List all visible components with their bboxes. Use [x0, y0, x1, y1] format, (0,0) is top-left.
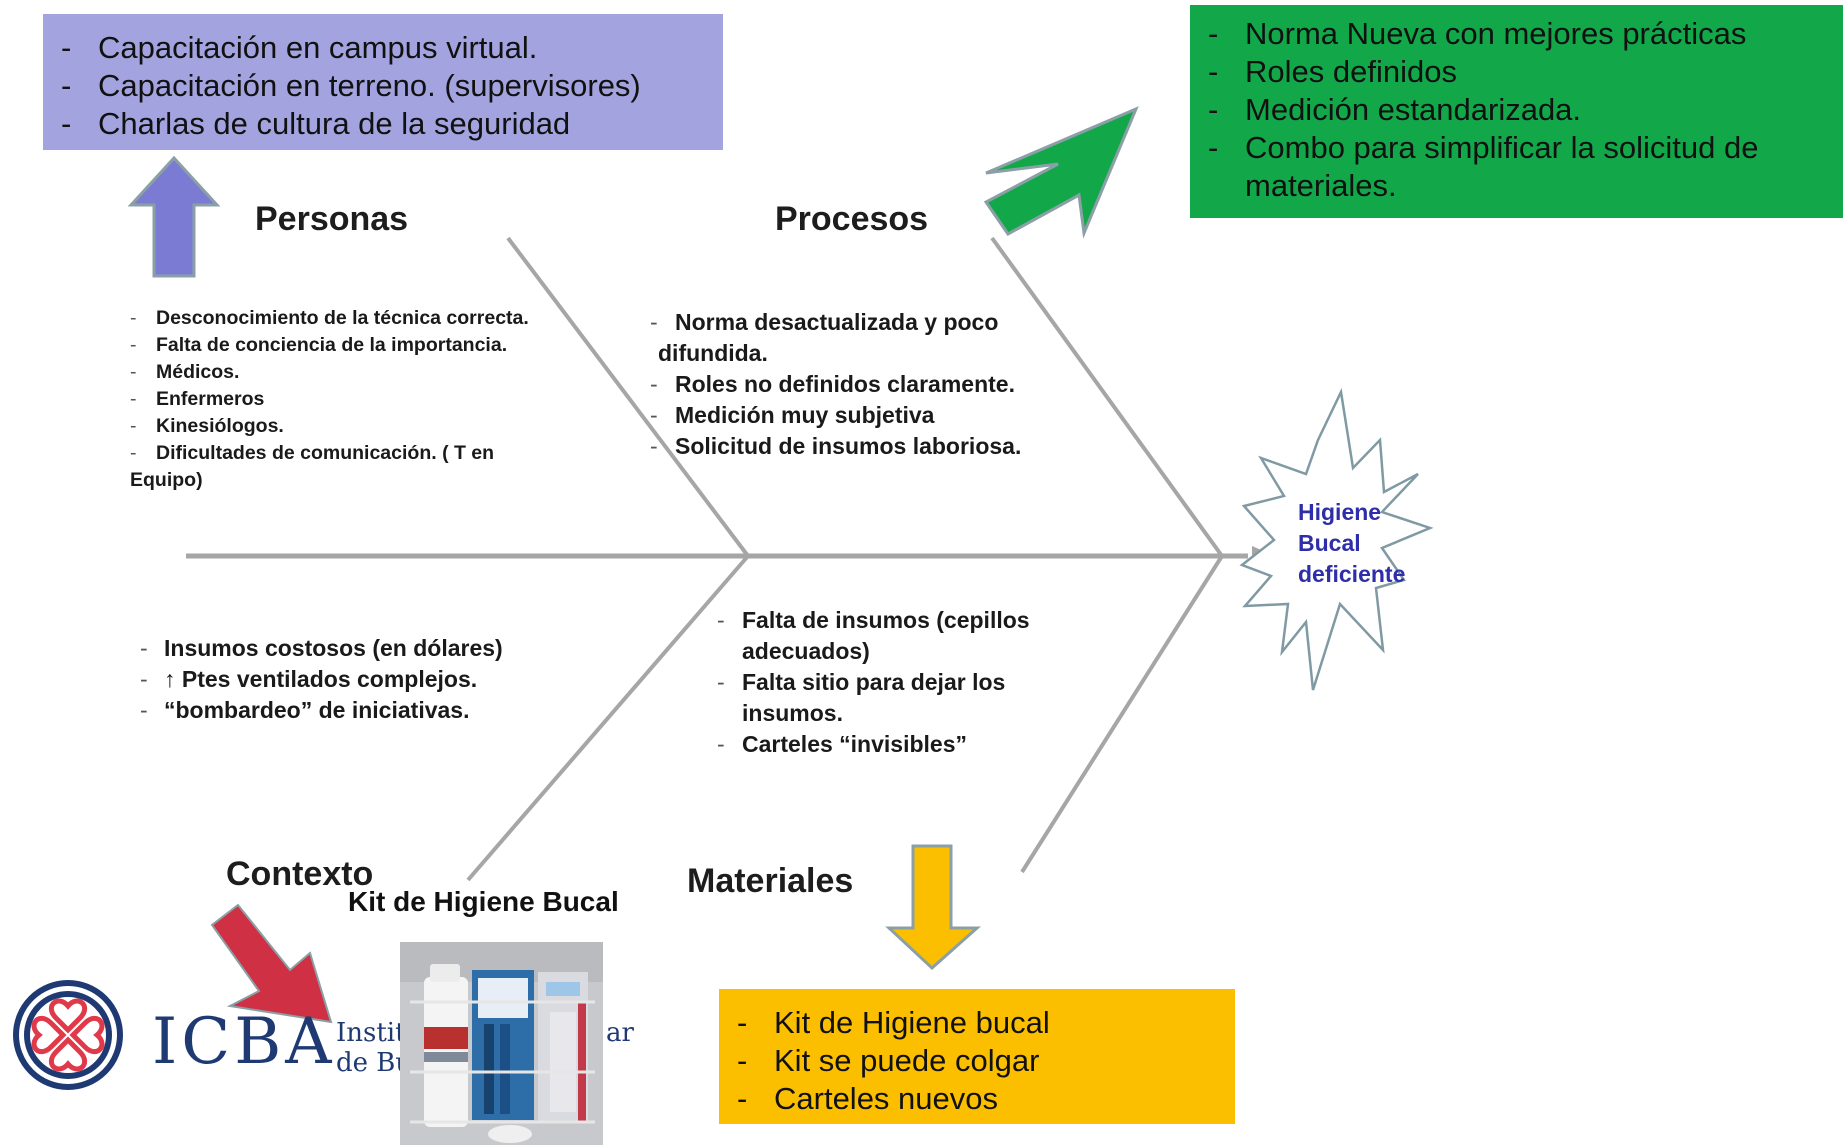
effect-line: deficiente: [1298, 561, 1406, 587]
solution-item-continuation: materiales.: [1245, 168, 1397, 203]
personas-solutions-box: Capacitación en campus virtual. Capacita…: [43, 14, 723, 150]
kit-title: Kit de Higiene Bucal: [348, 886, 619, 917]
solution-item: Roles definidos: [1190, 53, 1843, 91]
cause-text: “bombardeo” de iniciativas.: [164, 697, 470, 723]
cause-text: insumos.: [742, 700, 843, 726]
cause-continuation: adecuados): [717, 636, 1137, 667]
cause-continuation: difundida.: [650, 338, 1110, 369]
kit-photo: [400, 942, 603, 1145]
solution-item: Capacitación en terreno. (supervisores): [43, 67, 723, 105]
category-contexto: Contexto: [226, 855, 374, 893]
category-materiales: Materiales: [687, 862, 854, 900]
materiales-solutions-box: Kit de Higiene bucal Kit se puede colgar…: [719, 989, 1235, 1124]
cause-text: Enfermeros: [156, 388, 265, 410]
cause-item: Medición muy subjetiva: [650, 400, 1110, 431]
icba-logo-subtitle-tail: ar: [606, 1018, 634, 1048]
bone-materiales: [1020, 554, 1224, 874]
cause-item: Solicitud de insumos laboriosa.: [650, 431, 1110, 462]
category-procesos: Procesos: [775, 200, 929, 238]
cause-text: Roles no definidos claramente.: [675, 371, 1015, 397]
logo-subtitle-line: de Bu: [336, 1048, 413, 1078]
solution-item: Combo para simplificar la solicitud de: [1190, 129, 1843, 167]
solution-item: Charlas de cultura de la seguridad: [43, 105, 723, 143]
category-personas: Personas: [255, 200, 409, 238]
kit-photo-illustration: [400, 942, 603, 1145]
cause-text: Falta de conciencia de la importancia.: [156, 334, 508, 356]
cause-text: Solicitud de insumos laboriosa.: [675, 433, 1022, 459]
cause-text: adecuados): [742, 638, 870, 664]
cause-text: Desconocimiento de la técnica correcta.: [156, 307, 529, 329]
cause-item: Dificultades de comunicación. ( T en: [130, 440, 600, 467]
cause-continuation: Equipo): [130, 469, 203, 491]
effect-burst: [1239, 387, 1434, 691]
cause-item: Médicos.: [130, 359, 600, 386]
cause-text: Carteles “invisibles”: [742, 731, 967, 757]
effect-line: Bucal: [1298, 530, 1361, 556]
cause-item: ↑ Ptes ventilados complejos.: [140, 664, 600, 695]
materiales-causes: Falta de insumos (cepillos adecuados) Fa…: [717, 605, 1137, 760]
cause-text: Médicos.: [156, 361, 240, 383]
arrow-procesos-diagonal: [983, 106, 1139, 239]
cause-item: Desconocimiento de la técnica correcta.: [130, 305, 600, 332]
solution-item: Medición estandarizada.: [1190, 91, 1843, 129]
effect-label: Higiene Bucal deficiente: [1298, 497, 1405, 590]
personas-causes: Desconocimiento de la técnica correcta. …: [130, 305, 600, 494]
cause-item: Falta de insumos (cepillos: [717, 605, 1137, 636]
cause-text: Norma desactualizada y poco: [675, 309, 999, 335]
solution-item: Kit se puede colgar: [719, 1042, 1235, 1080]
procesos-causes: Norma desactualizada y poco difundida. R…: [650, 307, 1110, 462]
cause-item: Carteles “invisibles”: [717, 729, 1137, 760]
solution-item: Kit de Higiene bucal: [719, 1004, 1235, 1042]
icba-logo-icon: [13, 980, 123, 1090]
cause-item: Falta sitio para dejar los: [717, 667, 1137, 698]
logo-subtitle-line: Instit: [336, 1018, 406, 1048]
cause-continuation: insumos.: [717, 698, 1137, 729]
cause-text: Medición muy subjetiva: [675, 402, 935, 428]
cause-text: Falta de insumos (cepillos: [742, 607, 1030, 633]
cause-text: Falta sitio para dejar los: [742, 669, 1006, 695]
bone-personas: [506, 236, 750, 558]
solution-item: Norma Nueva con mejores prácticas: [1190, 15, 1843, 53]
cause-text: Insumos costosos (en dólares): [164, 635, 503, 661]
cause-item: Kinesiólogos.: [130, 413, 600, 440]
bone-contexto: [466, 554, 750, 882]
icba-logo-text: ICBA: [152, 1005, 336, 1079]
icba-logo-hearts: [31, 998, 105, 1072]
effect-line: Higiene: [1298, 499, 1382, 525]
cause-text: difundida.: [658, 340, 768, 366]
arrow-materiales-down: [885, 844, 981, 971]
cause-item: Insumos costosos (en dólares): [140, 633, 600, 664]
cause-text: Dificultades de comunicación. ( T en: [156, 442, 495, 464]
arrow-contexto-diagonal: [210, 903, 333, 1024]
cause-item: Norma desactualizada y poco: [650, 307, 1110, 338]
icba-logo-subtitle: Instit de Bu: [336, 1018, 412, 1078]
solution-item: Capacitación en campus virtual.: [43, 29, 723, 67]
cause-text: ↑ Ptes ventilados complejos.: [164, 666, 478, 692]
contexto-causes: Insumos costosos (en dólares) ↑ Ptes ven…: [140, 633, 600, 726]
cause-item: Enfermeros: [130, 386, 600, 413]
procesos-solutions-box: Norma Nueva con mejores prácticas Roles …: [1190, 5, 1843, 218]
cause-item: Roles no definidos claramente.: [650, 369, 1110, 400]
solution-item: Carteles nuevos: [719, 1080, 1235, 1118]
arrow-personas-up: [127, 155, 221, 278]
cause-text: Kinesiólogos.: [156, 415, 284, 437]
cause-item: Falta de conciencia de la importancia.: [130, 332, 600, 359]
cause-item: “bombardeo” de iniciativas.: [140, 695, 600, 726]
